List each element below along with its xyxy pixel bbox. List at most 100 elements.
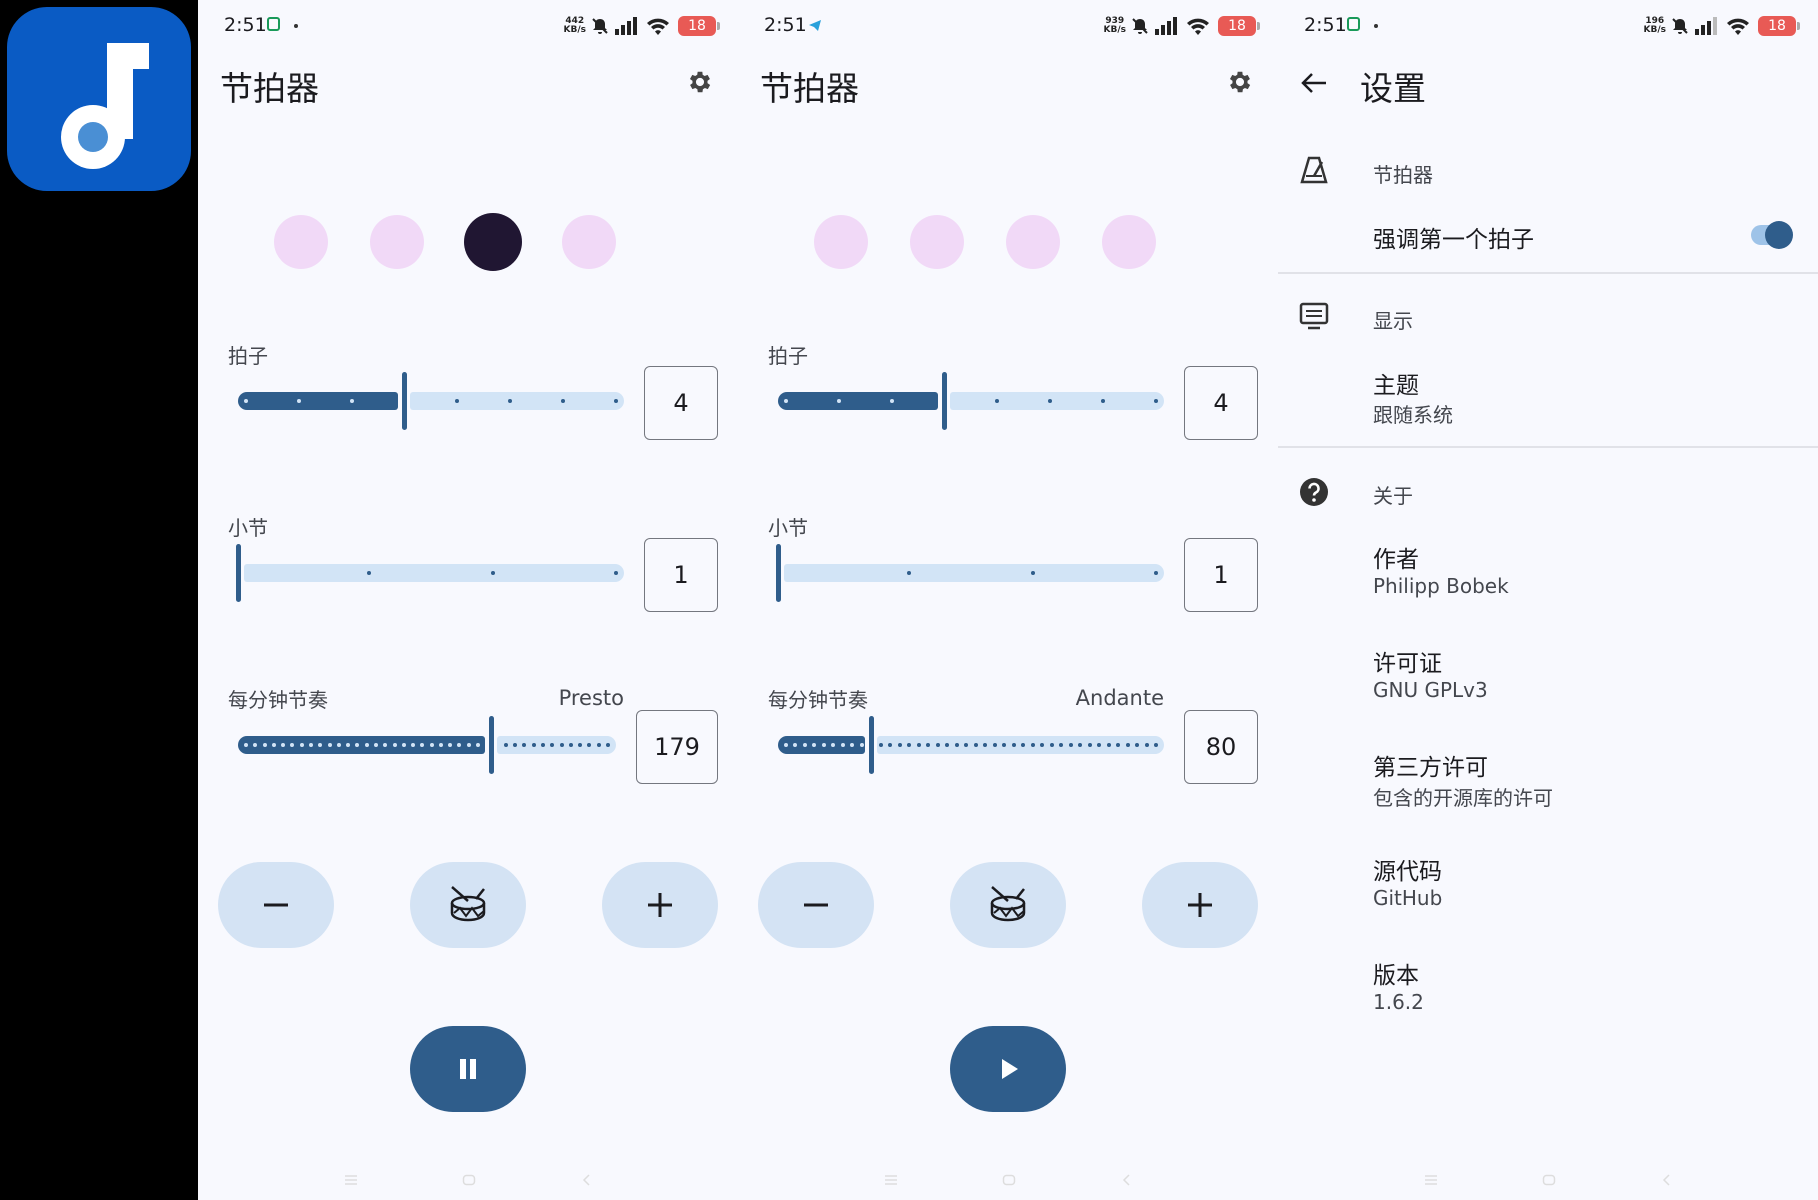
slider-tick [531, 743, 536, 747]
slider-tick [281, 743, 286, 747]
bpm-value-field[interactable]: 80 [1184, 710, 1258, 784]
signal-icon [615, 17, 637, 35]
bars-label: 小节 [228, 516, 268, 540]
metronome-icon [1300, 156, 1328, 184]
home-nav-icon[interactable] [1542, 1174, 1556, 1186]
slider-tick [802, 743, 807, 747]
slider-tick [401, 743, 406, 747]
slider-handle[interactable] [869, 716, 874, 774]
slider-tick [983, 743, 988, 747]
slider-tick [550, 743, 555, 747]
bars-slider[interactable] [776, 544, 1164, 602]
increase-button[interactable] [602, 862, 718, 948]
back-nav-icon[interactable] [1660, 1174, 1674, 1186]
slider-tick [1106, 743, 1111, 747]
back-nav-icon[interactable] [580, 1174, 594, 1186]
slider-handle[interactable] [402, 372, 407, 430]
slider-tick [926, 743, 931, 747]
decrease-button[interactable] [758, 862, 874, 948]
menu-nav-icon[interactable] [1424, 1174, 1438, 1186]
bars-value-field[interactable]: 1 [644, 538, 718, 612]
bpm-label: 每分钟节奏 [768, 688, 868, 712]
slider-tick [318, 743, 323, 747]
plus-icon [1188, 893, 1212, 917]
source-code-item-value: GitHub [1373, 886, 1443, 910]
slider-tick [836, 399, 841, 403]
slider-tick [1048, 399, 1053, 403]
back-arrow-icon[interactable] [1300, 70, 1328, 96]
slider-tick [821, 743, 826, 747]
version-item-title[interactable]: 版本 [1373, 963, 1419, 989]
slider-handle[interactable] [236, 544, 241, 602]
bars-slider[interactable] [236, 544, 624, 602]
tap-tempo-button[interactable] [410, 862, 526, 948]
beats-slider[interactable] [778, 372, 1164, 430]
menu-nav-icon[interactable] [884, 1174, 898, 1186]
tap-tempo-button[interactable] [950, 862, 1066, 948]
license-item-title[interactable]: 许可证 [1373, 651, 1442, 677]
theme-setting-title[interactable]: 主题 [1373, 373, 1419, 399]
gear-icon[interactable] [1226, 68, 1254, 96]
slider-tick [392, 743, 397, 747]
home-nav-icon[interactable] [462, 1174, 476, 1186]
slider-tick [614, 571, 618, 575]
bpm-value-field[interactable]: 179 [636, 710, 718, 784]
slider-handle[interactable] [776, 544, 781, 602]
slider-tick [1154, 743, 1158, 747]
slider-tick [349, 399, 354, 403]
author-item-value: Philipp Bobek [1373, 574, 1509, 598]
beats-value-field[interactable]: 4 [644, 366, 718, 440]
section-header-display: 显示 [1373, 309, 1413, 333]
bars-value-field[interactable]: 1 [1184, 538, 1258, 612]
slider-tick [420, 743, 425, 747]
slider-tick [964, 743, 969, 747]
slider-handle[interactable] [942, 372, 947, 430]
beats-slider[interactable] [238, 372, 624, 430]
author-item-title[interactable]: 作者 [1373, 547, 1419, 573]
bpm-slider[interactable] [238, 716, 616, 774]
slider-tick [1135, 743, 1140, 747]
slider-tick [1040, 743, 1045, 747]
mute-icon [1672, 18, 1688, 34]
increase-button[interactable] [1142, 862, 1258, 948]
settings-title: 设置 [1360, 69, 1426, 108]
slider-tick [568, 743, 573, 747]
home-nav-icon[interactable] [1002, 1174, 1016, 1186]
decrease-button[interactable] [218, 862, 334, 948]
slider-tick [1068, 743, 1073, 747]
play-button[interactable] [950, 1026, 1066, 1112]
status-time: 2:51 [764, 14, 807, 36]
beat-indicators [274, 213, 664, 273]
slider-tick [253, 743, 258, 747]
battery-indicator: 18 [678, 16, 720, 36]
slider-handle[interactable] [489, 716, 494, 774]
third-party-license-item-value: 包含的开源库的许可 [1373, 786, 1553, 810]
slider-tick [1078, 743, 1083, 747]
page-title: 节拍器 [220, 69, 319, 108]
beats-value-field[interactable]: 4 [1184, 366, 1258, 440]
slider-tick [578, 743, 583, 747]
accent-first-beat-label[interactable]: 强调第一个拍子 [1373, 227, 1534, 253]
slider-tick [840, 743, 845, 747]
source-code-item-title[interactable]: 源代码 [1373, 859, 1442, 885]
slider-tick [916, 743, 921, 747]
slider-tick [1154, 571, 1158, 575]
menu-nav-icon[interactable] [344, 1174, 358, 1186]
section-divider [1278, 446, 1818, 448]
slider-tick [878, 743, 883, 747]
slider-tick [429, 743, 434, 747]
slider-tick [522, 743, 527, 747]
back-nav-icon[interactable] [1120, 1174, 1134, 1186]
bpm-slider[interactable] [778, 716, 1164, 774]
gear-icon[interactable] [686, 68, 714, 96]
license-item-value: GNU GPLv3 [1373, 678, 1488, 702]
pause-button[interactable] [410, 1026, 526, 1112]
accent-first-beat-toggle[interactable] [1751, 221, 1793, 249]
beats-label: 拍子 [228, 344, 268, 368]
slider-tick [1021, 743, 1026, 747]
slider-tick [1059, 743, 1064, 747]
third-party-license-item-title[interactable]: 第三方许可 [1373, 755, 1488, 781]
